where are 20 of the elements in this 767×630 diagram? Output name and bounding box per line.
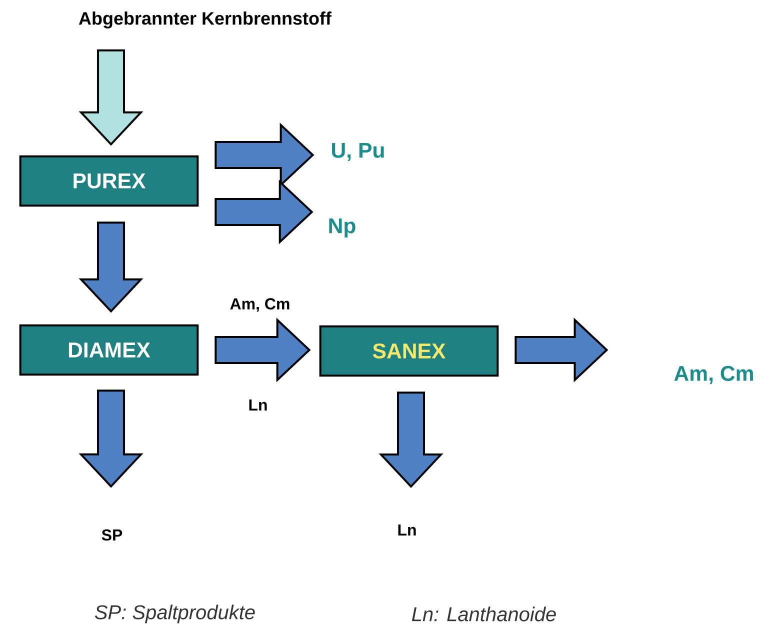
block-arrow [514,318,608,382]
block-arrow [378,392,444,488]
output-label: Ln [249,400,267,410]
title-text: Abgebrannter Kernbrennstoff [78,12,332,28]
output-label: U, Pu [332,143,384,161]
block-arrow [78,49,144,146]
block-arrow [214,180,314,244]
block-arrow [214,318,311,382]
process-box: SANEX [319,325,499,377]
note-text: SP: Spaltprodukte [94,604,255,624]
output-label: Ln [398,524,416,536]
edge-label: Am, Cm [230,298,290,312]
block-arrow [78,390,144,488]
note-text: Ln: Lanthanoide [412,606,556,622]
block-arrow [78,222,144,313]
process-box: DIAMEX [19,324,199,376]
output-label: Np [329,218,356,238]
output-label: Am, Cm [674,366,753,384]
output-label: SP [102,529,122,541]
process-box: PUREX [19,155,199,207]
